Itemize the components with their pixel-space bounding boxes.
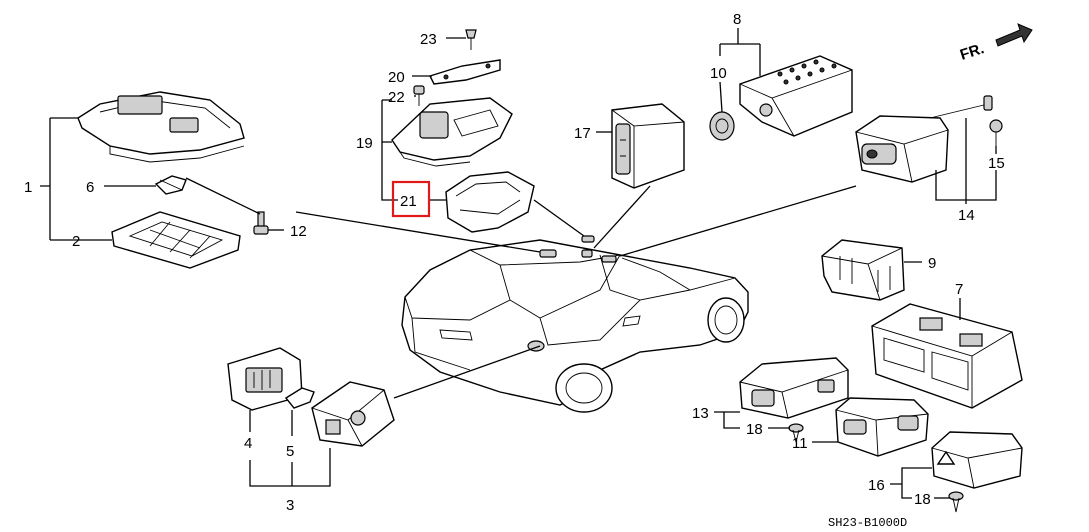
callout-20: 20 <box>388 69 405 86</box>
part-knob-10 <box>709 111 735 141</box>
callout-10: 10 <box>710 65 727 82</box>
part-control-unit-8 <box>739 55 853 137</box>
part-overhead-console <box>391 97 513 167</box>
part-switch-16 <box>931 431 1023 489</box>
part-switch-14 <box>855 115 949 183</box>
callout-16: 16 <box>868 477 885 494</box>
callout-7: 7 <box>955 281 963 298</box>
part-bulb-5 <box>284 387 315 409</box>
callout-6: 6 <box>86 179 94 196</box>
part-bracket-20 <box>429 59 501 85</box>
callout-5: 5 <box>286 443 294 460</box>
callout-11: 11 <box>792 435 808 452</box>
part-switch-11 <box>835 397 929 457</box>
callout-15: 15 <box>988 155 1005 172</box>
part-room-light-housing <box>77 91 245 163</box>
part-bulb-6 <box>154 175 187 195</box>
part-bolt <box>929 95 993 119</box>
callout-3: 3 <box>286 497 294 514</box>
part-screw-23 <box>465 29 477 50</box>
part-screw-15 <box>989 119 1003 146</box>
callout-14: 14 <box>958 207 975 224</box>
part-cover-21 <box>445 171 535 233</box>
callout-18-lower: 18 <box>914 491 931 508</box>
part-clip-22 <box>413 85 425 106</box>
diagram-code: SH23-B1000D <box>828 516 907 530</box>
callout-23: 23 <box>420 31 437 48</box>
direction-label: FR. <box>958 40 986 64</box>
callout-1: 1 <box>24 179 32 196</box>
front-direction-indicator: FR. <box>958 23 1033 64</box>
car-body <box>401 235 749 413</box>
leader-lines <box>40 28 997 499</box>
part-switch-17 <box>611 103 685 189</box>
callout-labels: 1 2 3 4 5 6 7 8 9 10 11 12 13 14 15 16 1… <box>24 11 1005 514</box>
callout-17: 17 <box>574 125 591 142</box>
highlight-box-21 <box>391 180 431 218</box>
callout-19: 19 <box>356 135 373 152</box>
part-screw-12 <box>253 211 269 235</box>
callout-22: 22 <box>388 89 405 106</box>
part-connector-9 <box>821 239 905 301</box>
arrow-right-icon <box>995 23 1033 47</box>
part-switch-13 <box>739 357 849 419</box>
callout-13: 13 <box>692 405 709 422</box>
part-screw-18b <box>948 491 964 513</box>
callout-8: 8 <box>733 11 741 28</box>
callout-12: 12 <box>290 223 307 240</box>
part-socket-3 <box>311 381 395 447</box>
callout-21: 21 <box>400 193 417 210</box>
part-panel-7 <box>871 303 1023 409</box>
part-lens <box>111 211 241 269</box>
callout-9: 9 <box>928 255 936 272</box>
callout-18-upper: 18 <box>746 421 763 438</box>
callout-2: 2 <box>72 233 80 250</box>
callout-4: 4 <box>244 435 252 452</box>
